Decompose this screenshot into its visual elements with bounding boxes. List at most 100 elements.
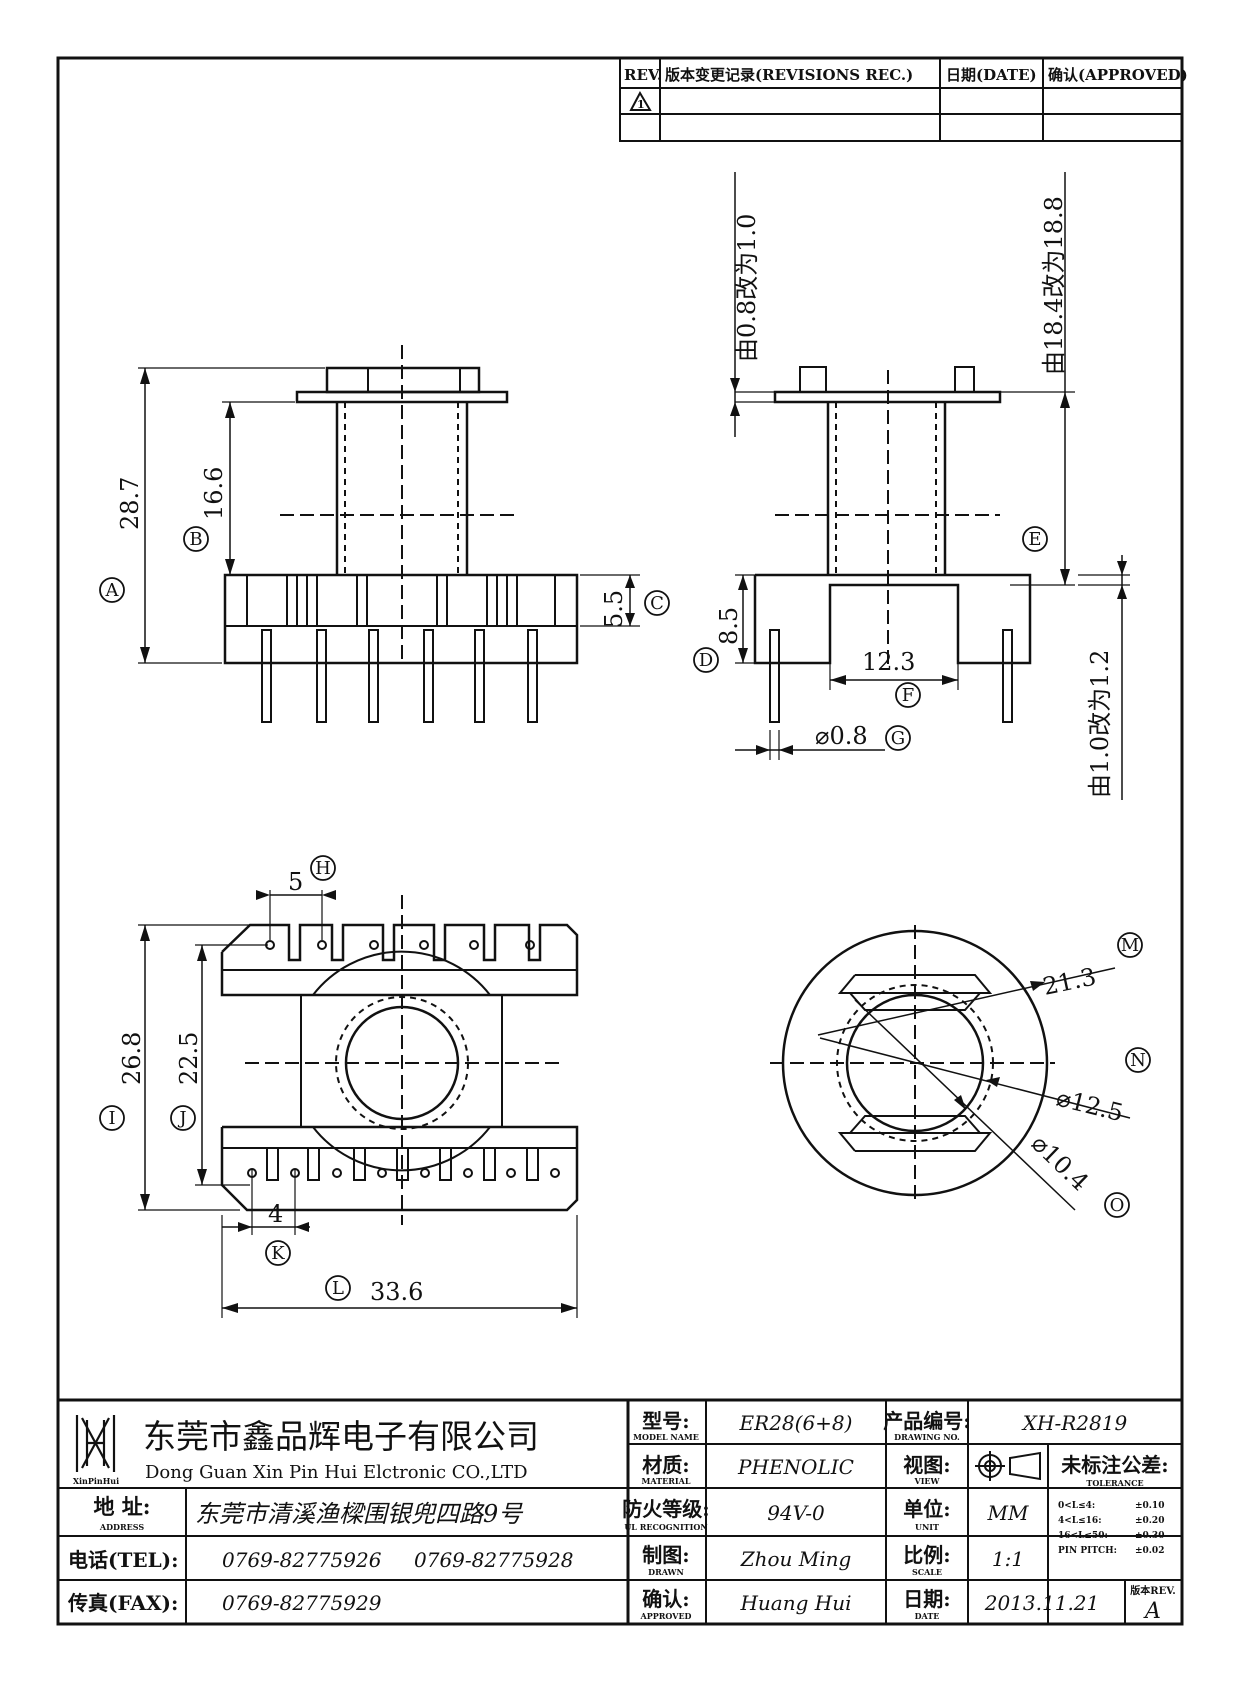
unit-label: 单位: xyxy=(903,1497,950,1521)
date-value: 2013.11.21 xyxy=(984,1591,1100,1615)
approved-label-en: APPROVED xyxy=(640,1611,692,1621)
dim-d-value: 8.5 xyxy=(715,607,743,645)
callout-f: F xyxy=(895,682,921,708)
tel-2: 0769-82775928 xyxy=(414,1548,573,1572)
callout-i: I xyxy=(99,1105,125,1131)
date-label-en: DATE xyxy=(915,1611,940,1621)
model-value: ER28(6+8) xyxy=(739,1411,853,1435)
unit-label-en: UNIT xyxy=(915,1522,939,1532)
svg-text:K: K xyxy=(271,1243,285,1264)
approved-label: 确认: xyxy=(642,1587,689,1611)
drawn-label: 制图: xyxy=(642,1543,689,1567)
dim-b-value: 16.6 xyxy=(200,467,228,520)
rev-value: A xyxy=(1143,1599,1161,1624)
fax-value: 0769-82775929 xyxy=(222,1591,382,1615)
unit-value: MM xyxy=(987,1501,1029,1525)
revision-triangle-icon: 1 xyxy=(629,90,652,111)
dim-n-value: ⌀12.5 xyxy=(1054,1084,1127,1128)
svg-text:J: J xyxy=(177,1108,186,1129)
ul-value: 94V-0 xyxy=(767,1501,825,1525)
scale-value: 1:1 xyxy=(992,1547,1024,1571)
address-value: 东莞市清溪渔樑围银兜四路9号 xyxy=(195,1500,524,1528)
svg-text:F: F xyxy=(902,685,915,706)
material-label: 材质: xyxy=(642,1453,689,1477)
company-name-cn: 东莞市鑫品辉电子有限公司 xyxy=(143,1417,539,1456)
projection-symbol-icon xyxy=(975,1451,1041,1481)
drawn-label-en: DRAWN xyxy=(648,1567,684,1577)
company-logo xyxy=(75,1415,116,1472)
model-label: 型号: xyxy=(642,1409,689,1433)
dim-l-value: 33.6 xyxy=(370,1278,423,1306)
svg-text:E: E xyxy=(1028,529,1041,550)
callout-a: A xyxy=(99,577,125,603)
tolerance-value-3: ±0.30 xyxy=(1135,1531,1164,1541)
callout-e: E xyxy=(1022,526,1048,552)
drawn-value: Zhou Ming xyxy=(740,1547,852,1571)
note-3: 由1.0改为1.2 xyxy=(1086,650,1114,798)
svg-text:1: 1 xyxy=(637,98,645,111)
dim-k-value: 4 xyxy=(268,1200,283,1228)
svg-text:I: I xyxy=(108,1108,115,1129)
svg-text:H: H xyxy=(315,858,331,879)
svg-text:L: L xyxy=(332,1278,344,1299)
bottom-view xyxy=(138,890,579,1318)
tel-label: 电话(TEL): xyxy=(68,1548,179,1572)
callout-l: L xyxy=(325,1275,351,1301)
approved-value: Huang Hui xyxy=(739,1591,851,1615)
dim-m-value: 21.3 xyxy=(1040,962,1098,1000)
front-view xyxy=(138,345,640,723)
callout-n: N xyxy=(1125,1047,1151,1073)
callout-h: H xyxy=(310,855,336,881)
svg-text:B: B xyxy=(189,529,202,550)
tolerance-sub: TOLERANCE xyxy=(1086,1478,1143,1488)
callout-k: K xyxy=(265,1240,291,1266)
dim-g-value: ⌀0.8 xyxy=(815,722,868,750)
tolerance-range-4: PIN PITCH: xyxy=(1058,1546,1117,1556)
tolerance-range-3: 16<L≤50: xyxy=(1058,1531,1108,1541)
side-view xyxy=(734,172,1130,800)
bottom-view-lower-teeth xyxy=(247,1148,560,1181)
svg-text:N: N xyxy=(1130,1050,1146,1071)
callout-j: J xyxy=(170,1105,196,1131)
callout-b: B xyxy=(183,526,209,552)
dim-i-value: 26.8 xyxy=(118,1032,146,1085)
dim-c-value: 5.5 xyxy=(600,590,628,628)
material-value: PHENOLIC xyxy=(737,1455,854,1479)
ul-label: 防火等级: xyxy=(622,1497,709,1521)
tolerance-title: 未标注公差: xyxy=(1061,1453,1168,1477)
model-label-en: MODEL NAME xyxy=(633,1432,699,1442)
fax-label: 传真(FAX): xyxy=(67,1591,178,1615)
note-2: 由18.4改为18.8 xyxy=(1040,196,1068,375)
svg-text:O: O xyxy=(1110,1195,1125,1216)
tolerance-value-4: ±0.02 xyxy=(1135,1546,1164,1556)
svg-text:C: C xyxy=(650,593,664,614)
drawing-no-label-en: DRAWING NO. xyxy=(894,1432,960,1442)
rev-header: REV. xyxy=(624,66,662,84)
end-view xyxy=(770,925,1131,1211)
callout-c: C xyxy=(644,590,670,616)
tolerance-value-1: ±0.10 xyxy=(1135,1501,1164,1511)
logo-text: XinPinHui xyxy=(73,1476,119,1486)
date-label: 日期: xyxy=(903,1587,950,1611)
address-label: 地 址: xyxy=(93,1494,150,1519)
callout-m: M xyxy=(1117,932,1143,958)
svg-text:G: G xyxy=(891,728,905,749)
callout-o: O xyxy=(1104,1192,1130,1218)
revision-approved-header: 确认(APPROVED) xyxy=(1048,66,1188,84)
revision-table xyxy=(619,57,1183,142)
svg-text:D: D xyxy=(699,650,713,671)
tolerance-range-1: 0<L≤4: xyxy=(1058,1501,1095,1511)
tolerance-value-2: ±0.20 xyxy=(1135,1516,1164,1526)
view-label: 视图: xyxy=(903,1453,950,1477)
drawing-no-label: 产品编号: xyxy=(883,1409,970,1433)
note-1: 由0.8改为1.0 xyxy=(733,214,761,362)
address-label-en: ADDRESS xyxy=(99,1522,144,1532)
title-block-grid xyxy=(56,1398,1184,1626)
drawing-no-value: XH-R2819 xyxy=(1021,1411,1128,1435)
rev-label: 版本REV. xyxy=(1130,1584,1175,1597)
scale-label: 比例: xyxy=(903,1543,950,1567)
view-label-en: VIEW xyxy=(913,1476,940,1486)
scale-label-en: SCALE xyxy=(912,1567,942,1577)
company-name-en: Dong Guan Xin Pin Hui Elctronic CO.,LTD xyxy=(145,1462,528,1483)
